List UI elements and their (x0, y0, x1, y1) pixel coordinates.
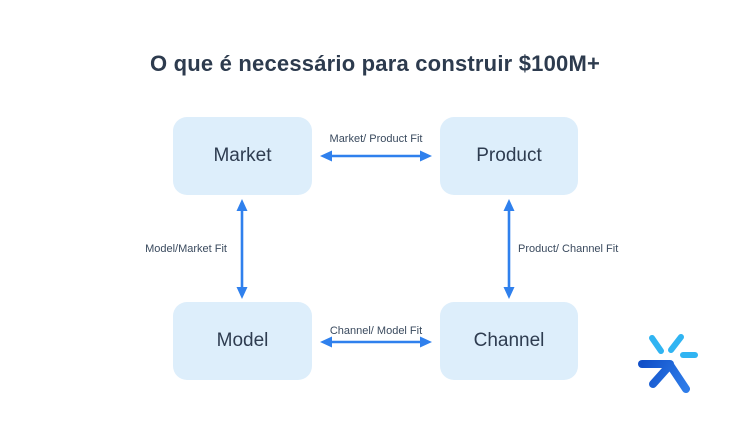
label-market-product-fit: Market/ Product Fit (329, 133, 423, 145)
label-product-channel-fit: Product/ Channel Fit (518, 243, 619, 255)
double-arrow-product-channel-icon (503, 199, 515, 299)
box-model: Model (173, 302, 312, 380)
double-arrow-channel-model-icon (320, 336, 432, 348)
label-channel-model-fit: Channel/ Model Fit (329, 325, 423, 337)
slide-title: O que é necessário para construir $100M+ (149, 51, 601, 76)
double-arrow-model-market-icon (236, 199, 248, 299)
box-model-label: Model (216, 330, 269, 351)
box-market-label: Market (213, 145, 272, 166)
double-arrow-market-product-icon (320, 150, 432, 162)
box-market: Market (173, 117, 312, 195)
box-product-label: Product (476, 145, 542, 166)
box-channel: Channel (440, 302, 578, 380)
box-product: Product (440, 117, 578, 195)
label-model-market-fit: Model/Market Fit (145, 243, 227, 255)
box-channel-label: Channel (473, 330, 545, 351)
asterisk-spark-logo-icon (638, 334, 698, 393)
